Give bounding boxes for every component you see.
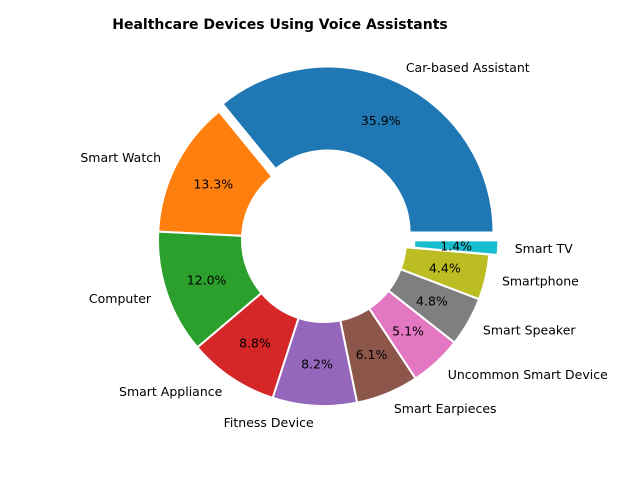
category-label-car-based-assistant: Car-based Assistant [406, 60, 530, 75]
pct-label-car-based-assistant: 35.9% [361, 113, 401, 128]
slice-smart-tv [412, 239, 500, 256]
category-label-smart-earpieces: Smart Earpieces [394, 401, 497, 416]
pct-label-fitness-device: 8.2% [301, 356, 333, 371]
category-label-smartphone: Smartphone [502, 273, 579, 288]
pct-label-computer: 12.0% [187, 272, 227, 287]
labels-group: 35.9% Car-based Assistant 13.3% Smart Watch… [80, 60, 608, 430]
pct-label-smart-tv: 1.4% [440, 238, 472, 253]
slice-car-based-assistant [221, 65, 495, 234]
chart-title: Healthcare Devices Using Voice Assistant… [112, 17, 447, 33]
category-label-computer: Computer [89, 291, 152, 306]
category-label-uncommon-smart-device: Uncommon Smart Device [448, 367, 608, 382]
pct-label-uncommon-smart-device: 5.1% [392, 324, 424, 339]
category-label-smart-appliance: Smart Appliance [119, 384, 223, 399]
category-label-smart-watch: Smart Watch [80, 150, 161, 165]
pct-label-smart-earpieces: 6.1% [356, 347, 388, 362]
category-label-smart-speaker: Smart Speaker [483, 322, 576, 337]
slices-group [157, 65, 500, 407]
pct-label-smartphone: 4.4% [429, 260, 461, 275]
category-label-smart-tv: Smart TV [515, 241, 573, 256]
pct-label-smart-appliance: 8.8% [239, 335, 271, 350]
pct-label-smart-watch: 13.3% [193, 177, 233, 192]
pct-label-smart-speaker: 4.8% [416, 294, 448, 309]
category-label-fitness-device: Fitness Device [224, 415, 314, 430]
